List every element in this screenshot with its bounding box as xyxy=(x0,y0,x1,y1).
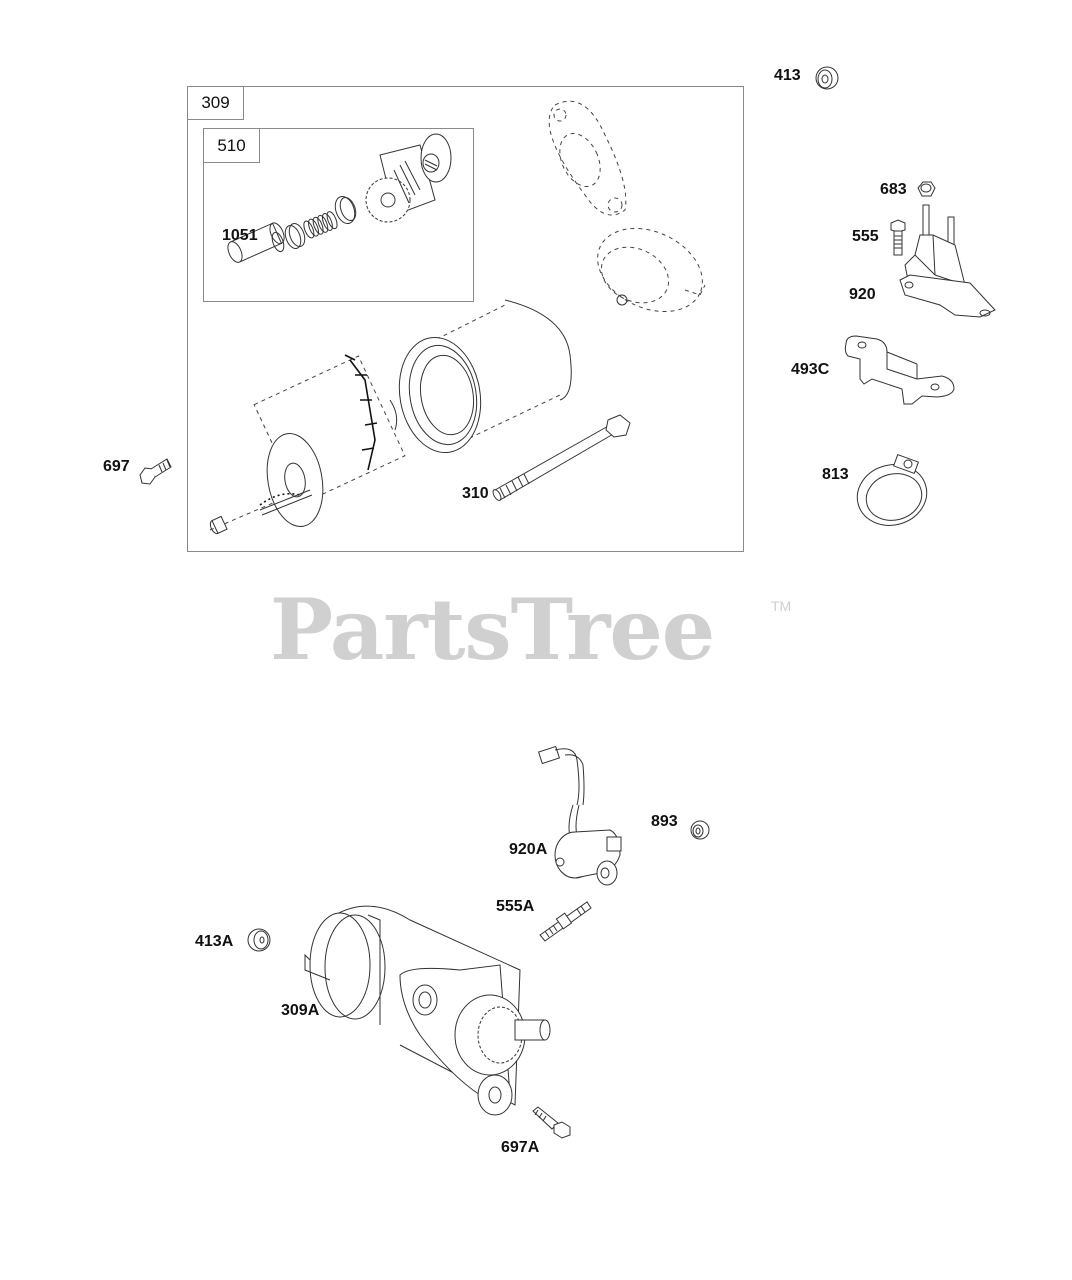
end-cap-icon xyxy=(548,100,627,216)
group-box-309: 309 xyxy=(187,86,744,552)
starter-solenoid-icon xyxy=(537,745,622,886)
group-tag-309[interactable]: 309 xyxy=(188,87,244,120)
flange-bolt-icon xyxy=(532,1106,571,1139)
hose-clamp-icon xyxy=(856,453,928,526)
callout-555[interactable]: 555 xyxy=(852,228,879,245)
drive-kit-icon xyxy=(227,133,452,263)
callout-813[interactable]: 813 xyxy=(822,466,849,483)
callout-413[interactable]: 413 xyxy=(774,67,801,84)
callout-309A[interactable]: 309A xyxy=(281,1002,320,1019)
callout-683[interactable]: 683 xyxy=(880,181,907,198)
bracket-icon xyxy=(844,335,955,405)
callout-920[interactable]: 920 xyxy=(849,286,876,303)
callout-893[interactable]: 893 xyxy=(651,813,678,830)
grommet-icon xyxy=(690,820,710,840)
group-box-510: 510 xyxy=(203,128,474,302)
group-label-309: 309 xyxy=(201,93,230,112)
callout-493C[interactable]: 493C xyxy=(791,361,830,378)
grommet-icon xyxy=(815,66,839,90)
callout-697[interactable]: 697 xyxy=(103,458,130,475)
field-housing-icon xyxy=(398,299,572,454)
callout-310[interactable]: 310 xyxy=(462,485,489,502)
grommet-icon xyxy=(247,928,271,952)
screw-icon xyxy=(890,219,906,256)
group-tag-510[interactable]: 510 xyxy=(204,129,260,163)
watermark-logo: PartsTree xyxy=(270,580,715,679)
starter-motor-icon xyxy=(304,905,551,1116)
callout-1051[interactable]: 1051 xyxy=(222,227,258,244)
callout-413A[interactable]: 413A xyxy=(195,933,234,950)
callout-920A[interactable]: 920A xyxy=(509,841,548,858)
callout-555A[interactable]: 555A xyxy=(496,898,535,915)
callout-697A[interactable]: 697A xyxy=(501,1139,540,1156)
armature-icon xyxy=(209,354,406,535)
trademark-symbol: TM xyxy=(771,598,792,614)
hex-nut-icon xyxy=(917,181,936,197)
housing-end-icon xyxy=(597,227,706,313)
flange-bolt-icon xyxy=(139,458,172,485)
through-bolt-icon xyxy=(492,414,631,501)
group-label-510: 510 xyxy=(217,135,246,155)
solenoid-icon xyxy=(899,204,996,318)
stud-icon xyxy=(539,901,592,942)
